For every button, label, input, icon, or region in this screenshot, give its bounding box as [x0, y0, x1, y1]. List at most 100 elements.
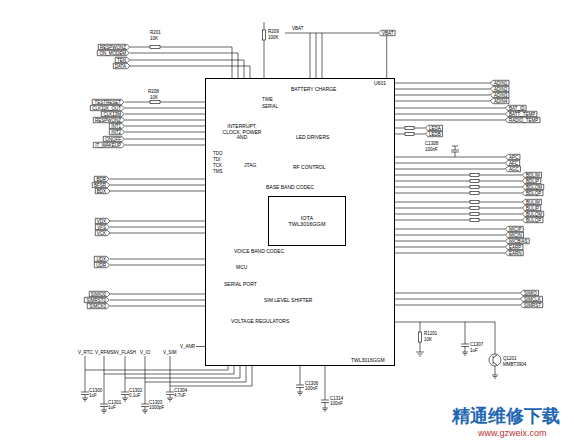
wire — [110, 233, 205, 234]
component-value: 100K — [268, 35, 279, 40]
component-value: 10K — [424, 337, 432, 342]
wire — [110, 185, 205, 186]
wire — [110, 259, 205, 260]
block-label: BASE BAND CODEC — [266, 185, 314, 191]
net-name: BDLIP — [522, 178, 541, 184]
net-flag: BAT_ID — [505, 105, 526, 111]
net-flag: TEN — [115, 57, 130, 63]
block-label: U601 — [374, 81, 386, 87]
net-name: BDLIM — [522, 172, 542, 178]
wire — [125, 145, 205, 146]
net-name: ON_MODEM — [97, 50, 130, 56]
component-label: C1308 — [425, 141, 438, 146]
net-name: TEN — [115, 57, 130, 63]
component-value: 10K — [150, 95, 158, 100]
net-name: MICIP — [505, 226, 524, 232]
net-name: ADIN2 — [490, 86, 509, 92]
net-flag: BULIM — [522, 199, 542, 205]
component-value: 0.1uF — [129, 393, 141, 398]
wire — [395, 293, 520, 294]
net-flag: TESTRESET — [92, 99, 125, 105]
net-flag: LEDA — [425, 125, 443, 131]
net-name: APC — [505, 154, 520, 160]
net-flag: MICBIAS — [505, 238, 530, 244]
component-value: 10K — [150, 36, 158, 41]
net-name: AGC — [505, 166, 521, 172]
block-label: RF CONTROL — [293, 165, 326, 171]
net-name: VFS — [95, 224, 110, 230]
net-flag: SIMCLK — [520, 296, 543, 302]
net-flag: BDLIM — [522, 172, 542, 178]
wire — [395, 120, 505, 121]
net-name: AFC — [505, 160, 520, 166]
net-flag: MICIP — [505, 226, 524, 232]
net-name: MICBIAS — [505, 238, 530, 244]
net-name: DATA — [113, 63, 130, 69]
pin-name: SERIAL — [262, 104, 278, 109]
net-name: UDX — [94, 256, 110, 262]
net-name: BDR — [94, 176, 110, 182]
net-flag: ON_MODEM — [97, 50, 130, 56]
wire — [395, 214, 522, 215]
net-flag: UDR — [94, 262, 110, 268]
supply-label: V_ANR — [180, 344, 195, 349]
wire — [395, 169, 505, 170]
net-flag: RESPWONZ — [98, 44, 130, 50]
net-name: BDLQP — [522, 190, 543, 196]
capacitor-symbol — [451, 146, 459, 157]
wire — [110, 306, 205, 307]
watermark: 精通维修下载 — [452, 406, 560, 426]
net-name: ADIN4 — [490, 98, 509, 104]
net-flag: UDX — [94, 256, 110, 262]
net-flag: VFS — [95, 224, 110, 230]
wire — [395, 208, 522, 209]
supply-label: V_SIM — [163, 350, 177, 355]
component-label: C1307 — [470, 342, 483, 347]
block-label: VOLTAGE REGULATORS — [231, 319, 289, 325]
wire — [395, 163, 505, 164]
net-flag: BULIP — [522, 205, 541, 211]
wire — [395, 247, 505, 248]
wire — [125, 132, 205, 133]
net-flag: AGC — [505, 166, 521, 172]
net-flag: BULQM — [522, 211, 544, 217]
net-name: MICIN — [505, 232, 524, 238]
block-label: TWL3016GGM — [289, 221, 326, 228]
wire — [110, 294, 205, 295]
net-flag: CLK32K_OUT — [90, 105, 125, 111]
ic-package: U601BATTERY CHARGEINTERRUPT, CLOCK, POWE… — [205, 78, 395, 366]
resistor-symbol — [150, 46, 160, 49]
watermark-url: www.gzweix.com — [478, 428, 547, 438]
net-name: SIMCK0 — [87, 303, 110, 309]
capacitor-symbol — [461, 322, 469, 355]
net-name: BFSR — [92, 182, 110, 188]
wire — [110, 221, 205, 222]
net-label: VBAT — [292, 26, 303, 31]
net-name: BDX — [95, 188, 110, 194]
block-label: JTAG — [244, 163, 256, 169]
net-flag: BFSR — [92, 182, 110, 188]
net-flag: EARN — [505, 250, 524, 256]
component-value: 100nF — [330, 401, 343, 406]
net-name: LEDB — [425, 131, 443, 137]
net-name: SIMCLK — [520, 296, 543, 302]
component-label: R201 — [150, 30, 161, 35]
net-flag: BULQP — [522, 217, 543, 223]
net-name: TESTRESET — [92, 99, 125, 105]
net-flag: INT2 — [109, 129, 125, 135]
pin-name: TCK — [213, 163, 222, 168]
net-name: RESPWONZ — [93, 117, 125, 123]
wire — [130, 53, 238, 78]
net-name: EARP — [505, 244, 523, 250]
net-flag: SIMIO0 — [89, 291, 110, 297]
net-name: CLK32K_OUT — [90, 105, 125, 111]
net-flag: RADIO_TEMP — [505, 117, 540, 123]
wire — [395, 108, 505, 109]
pin-name: TDO — [213, 151, 223, 156]
net-name: EARN — [505, 250, 524, 256]
resistor-symbol — [405, 133, 414, 136]
net-name: VBAT — [378, 30, 395, 36]
net-flag: SIMCK0 — [87, 303, 110, 309]
component-value: 4.7uF — [174, 393, 186, 398]
net-name: VDX — [95, 218, 110, 224]
